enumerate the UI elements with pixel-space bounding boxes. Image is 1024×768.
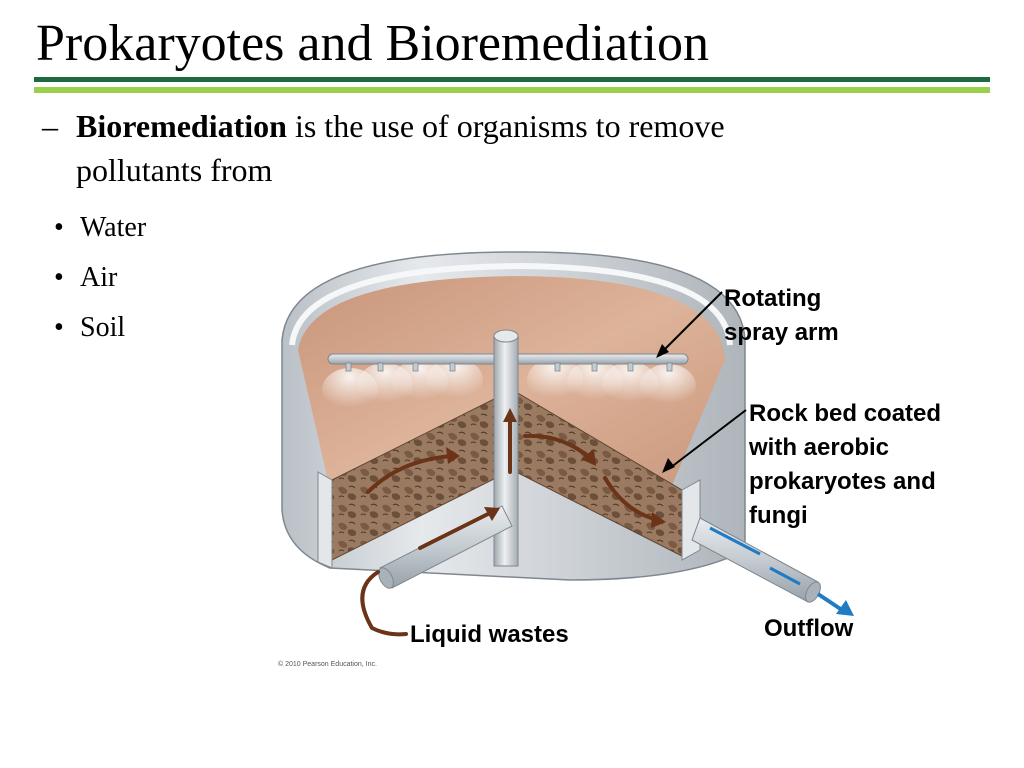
bullet-marker: •: [54, 212, 64, 243]
bullet-text: Water: [80, 212, 147, 243]
list-item: • Soil: [54, 303, 146, 353]
label-liquid-wastes: Liquid wastes: [410, 621, 569, 648]
pollutant-list: • Water • Air • Soil: [54, 203, 146, 353]
callout-arrowhead-arm: [656, 344, 669, 358]
definition-text-1: is the use of organisms to remove: [286, 108, 725, 144]
label-line: Rotating: [724, 285, 822, 312]
list-item: • Water: [54, 203, 146, 253]
central-pipe-cap: [493, 329, 519, 343]
bullet-text: Air: [80, 262, 118, 293]
label-rotating-spray-arm: Rotating spray arm: [724, 282, 839, 350]
callout-lines: [661, 291, 747, 469]
title-rule-dark: [34, 77, 990, 82]
definition-term: Bioremediation: [76, 108, 287, 144]
spray-nozzles: [345, 362, 673, 372]
label-line: prokaryotes and: [749, 468, 936, 495]
label-line: spray arm: [724, 319, 839, 346]
label-rock-bed: Rock bed coated with aerobic prokaryotes…: [749, 397, 941, 533]
label-line: with aerobic: [749, 434, 890, 461]
flow-arrows-blue: [709, 526, 844, 612]
wall-cut-left: [317, 471, 333, 569]
inlet-pipe-end: [378, 567, 394, 589]
label-line: Rock bed coated: [749, 400, 942, 427]
list-item: • Air: [54, 253, 146, 303]
definition-line-1: Bioremediation is the use of organisms t…: [42, 104, 942, 148]
bullet-text: Soil: [80, 312, 126, 343]
label-outflow: Outflow: [764, 615, 854, 642]
tank-rim: [289, 262, 733, 346]
copyright-notice: © 2010 Pearson Education, Inc.: [278, 661, 377, 668]
title-rule-light: [34, 87, 990, 93]
label-line: fungi: [749, 502, 808, 529]
dash-marker: –: [42, 108, 58, 144]
definition-line-2: pollutants from: [76, 152, 273, 188]
bullet-marker: •: [54, 312, 64, 343]
trickling-filter-diagram: [281, 251, 854, 637]
outflow-arrowhead: [836, 600, 854, 616]
spray-mist: [322, 358, 696, 412]
callout-arrowhead-rock: [662, 458, 675, 473]
flow-arrowheads-brown: [446, 408, 666, 528]
slide-title: Prokaryotes and Bioremediation: [36, 15, 709, 72]
wall-cut-right: [681, 479, 701, 561]
definition-paragraph: – Bioremediation is the use of organisms…: [42, 104, 942, 192]
bullet-marker: •: [54, 262, 64, 293]
